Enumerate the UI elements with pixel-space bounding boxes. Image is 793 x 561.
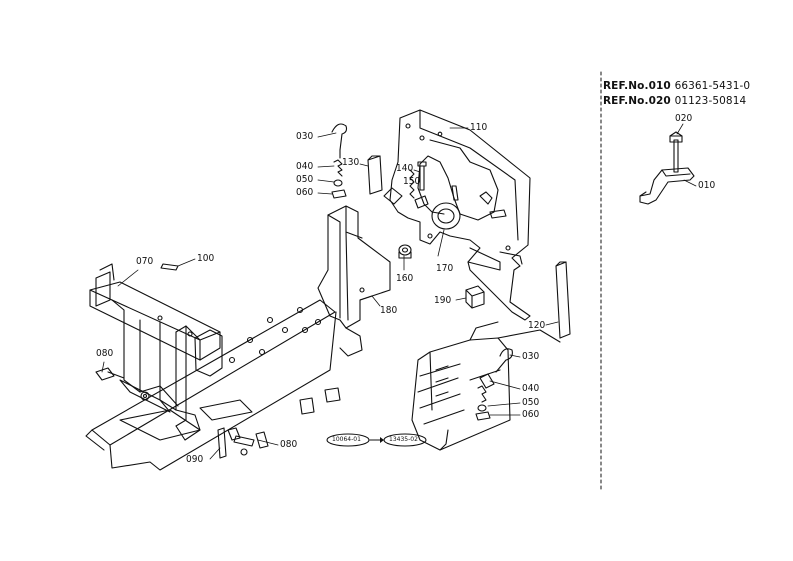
block-130: [367, 155, 383, 195]
ref-line-020: REF.No.020 01123-50814: [603, 96, 746, 107]
spring-150: [409, 169, 415, 199]
chassis-frame: [85, 299, 341, 471]
serial-to-label: 13435-02: [389, 436, 418, 443]
plate-110: [383, 109, 531, 321]
callout-150: 150: [403, 176, 421, 187]
callout-060-upper: 060: [296, 187, 314, 198]
callout-190: 190: [434, 295, 452, 306]
bracket-180: [317, 205, 391, 357]
callout-110: 110: [470, 122, 488, 133]
callout-100: 100: [197, 253, 215, 264]
ref-010-label: REF.No.010: [603, 80, 671, 92]
callout-090: 090: [186, 454, 204, 465]
callout-040-lower: 040: [522, 383, 540, 394]
callout-070: 070: [136, 256, 154, 267]
linkage-pin-upper: [331, 123, 348, 199]
callout-050-upper: 050: [296, 174, 314, 185]
inset-bolt-020: [669, 131, 683, 173]
callout-080-bottom: 080: [280, 439, 298, 450]
bolt-090: [217, 427, 227, 459]
pin-100: [160, 263, 179, 271]
serial-to-oval: [383, 433, 427, 447]
serial-from-oval: [326, 433, 370, 447]
ref-line-010: REF.No.010 66361-5431-0: [603, 81, 750, 92]
ref-020-label: REF.No.020: [603, 95, 671, 107]
callout-140: 140: [396, 163, 414, 174]
lower-panel: [411, 321, 561, 451]
callout-020-inset: 020: [675, 113, 693, 124]
callout-010-inset: 010: [698, 180, 716, 191]
bolt-080-left: [95, 367, 125, 381]
callout-060-lower: 060: [522, 409, 540, 420]
callout-180: 180: [380, 305, 398, 316]
ref-010-number: 66361-5431-0: [674, 80, 751, 92]
callout-050-lower: 050: [522, 397, 540, 408]
washer-160: [398, 244, 412, 259]
serial-from-label: 10064-01: [332, 436, 361, 443]
callout-030-upper: 030: [296, 131, 314, 142]
block-190: [465, 285, 485, 309]
leader-lines: [101, 123, 697, 460]
callout-160: 160: [396, 273, 414, 284]
callout-120: 120: [528, 320, 546, 331]
bar-120: [555, 261, 571, 339]
bolt-140: [417, 161, 427, 191]
callout-080-left: 080: [96, 348, 114, 359]
callout-170: 170: [436, 263, 454, 274]
bolt-080-bottom: [227, 427, 269, 456]
front-bracket-070: [89, 263, 223, 441]
callout-030-lower: 030: [522, 351, 540, 362]
callout-130: 130: [342, 157, 360, 168]
ref-020-number: 01123-50814: [674, 95, 747, 107]
inset-bracket-010: [639, 167, 695, 205]
linkage-pin-lower: [469, 348, 513, 421]
callout-040-upper: 040: [296, 161, 314, 172]
